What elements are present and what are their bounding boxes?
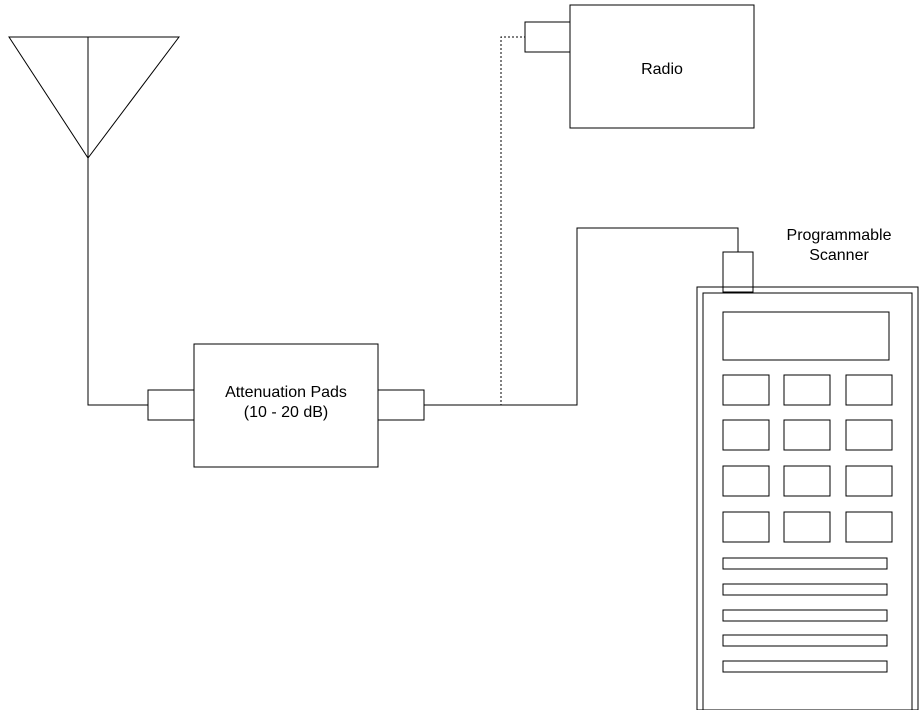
scanner-slot <box>722 557 888 570</box>
radio-icon <box>524 4 755 129</box>
scanner-key <box>722 465 770 497</box>
scanner-key <box>845 419 893 451</box>
scanner-slot <box>722 660 888 673</box>
scanner-key <box>783 374 831 406</box>
scanner-label-line2: Scanner <box>809 247 869 264</box>
scanner-key <box>845 374 893 406</box>
scanner-slot <box>722 583 888 596</box>
scanner-key <box>845 465 893 497</box>
radio-feed-line-dashed <box>424 36 525 406</box>
scanner-antenna-connector <box>722 251 754 293</box>
scanner-label-line1: Programmable <box>786 227 892 244</box>
attenuator-label: Attenuation Pads (10 - 20 dB) <box>194 383 378 423</box>
scanner-keypad <box>722 374 893 543</box>
scanner-label: Programmable Scanner <box>756 226 922 266</box>
scanner-key <box>722 374 770 406</box>
radio-label: Radio <box>641 61 683 78</box>
scanner-display <box>722 311 890 361</box>
scanner-feed-line <box>424 227 739 406</box>
scanner-slot <box>722 634 888 647</box>
attenuator-label-line2: (10 - 20 dB) <box>243 404 329 421</box>
scanner-inner-body <box>702 292 913 710</box>
scanner-key <box>783 511 831 543</box>
radio-box <box>569 4 755 129</box>
scanner-slot <box>722 609 888 622</box>
programmable-scanner-icon <box>696 251 919 710</box>
attenuator-input-connector <box>147 389 195 421</box>
antenna-icon <box>8 36 181 159</box>
scanner-key <box>722 511 770 543</box>
antenna-feed-line <box>87 158 148 406</box>
scanner-slots <box>722 557 888 673</box>
scanner-key <box>783 419 831 451</box>
scanner-key <box>783 465 831 497</box>
attenuator-output-connector <box>377 389 425 421</box>
attenuator-label-line1: Attenuation Pads <box>225 384 347 401</box>
scanner-key <box>722 419 770 451</box>
radio-connector <box>524 21 571 53</box>
scanner-outer-body <box>696 286 919 710</box>
scanner-key <box>845 511 893 543</box>
